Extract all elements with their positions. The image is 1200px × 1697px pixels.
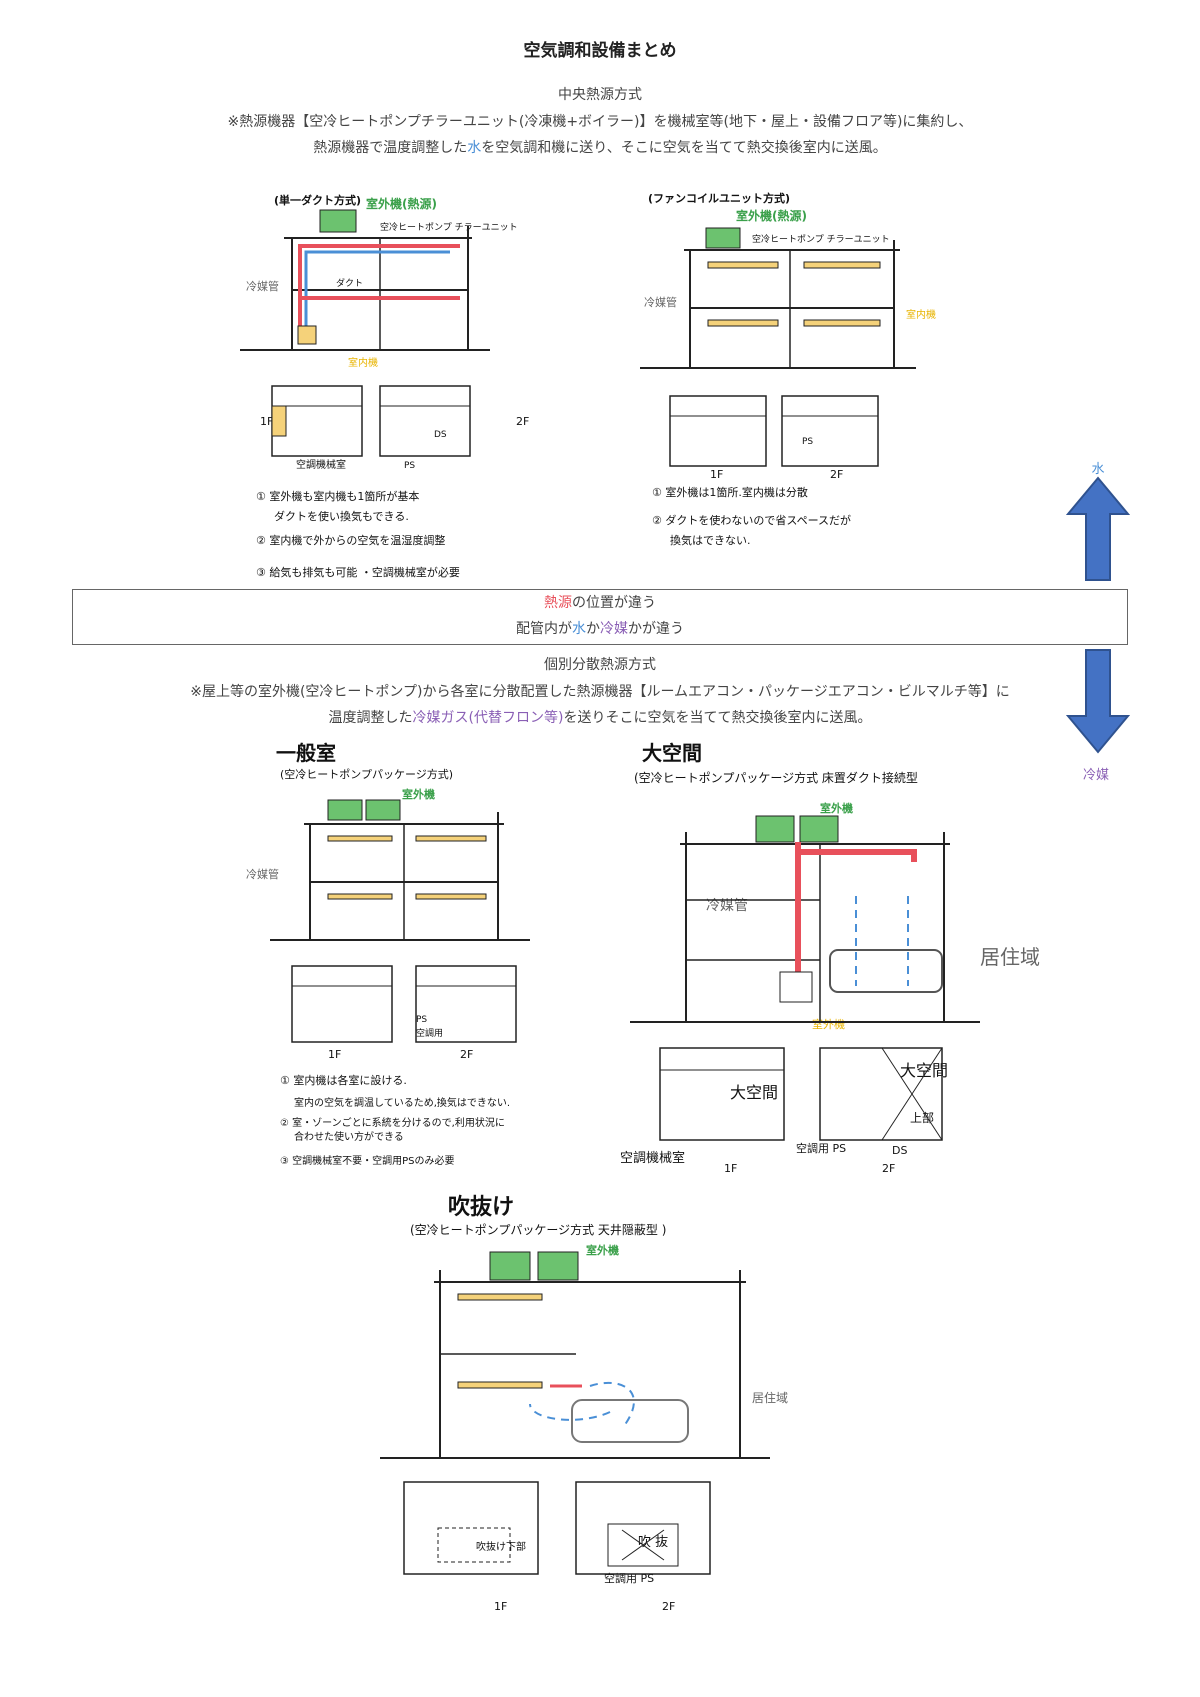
general-room-sketch: 一般室 (空冷ヒートポンプパッケージ方式) 室外機 冷媒管 PS 空調用 1F …	[246, 741, 530, 1167]
central-desc-2-post: を空気調和機に送り、そこに空気を当てて熱交換後室内に送風。	[481, 140, 887, 156]
single-duct-outdoor-label: 室外機(熱源)	[366, 196, 437, 211]
single-duct-title: (単一ダクト方式)	[274, 193, 361, 207]
fancoil-ps: PS	[802, 437, 813, 447]
fancoil-title: (ファンコイルユニット方式)	[648, 191, 790, 205]
large-living-label: 居住域	[980, 945, 1040, 969]
general-note2a: ② 室・ゾーンごとに系統を分けるので,利用状況に	[280, 1116, 505, 1129]
fancoil-note1: ① 室外機は1箇所.室内機は分散	[652, 485, 808, 499]
atrium-sketch: 吹抜け (空冷ヒートポンプパッケージ方式 天井隠蔽型 ) 室外機 居住域 吹抜け…	[380, 1194, 788, 1613]
atrium-subtitle: (空冷ヒートポンプパッケージ方式 天井隠蔽型 )	[410, 1222, 666, 1237]
general-note3: ③ 空調機械室不要・空調用PSのみ必要	[280, 1154, 455, 1167]
fancoil-note2a: ② ダクトを使わないので省スペースだが	[652, 513, 851, 527]
atrium-title: 吹抜け	[448, 1194, 514, 1220]
large-outdoor-label: 室外機	[820, 801, 853, 815]
large-machine-room: 空調機械室	[620, 1150, 685, 1166]
fancoil-pipe-label: 冷媒管	[644, 295, 677, 309]
general-subtitle: (空冷ヒートポンプパッケージ方式)	[280, 767, 453, 781]
atrium-outdoor-label: 室外機	[586, 1243, 619, 1257]
fancoil-indoor-label: 室内機	[906, 308, 936, 321]
individual-heading: 個別分散熱源方式	[544, 657, 656, 673]
large-space-sketch: 大空間 (空冷ヒートポンプパッケージ方式 床置ダクト接続型 室外機 冷媒管 居住…	[620, 741, 1040, 1175]
refrigerant-arrow-label: 冷媒	[1082, 768, 1109, 783]
fancoil-outdoor-label: 室外機(熱源)	[736, 208, 807, 223]
heat-source-highlight: 熱源	[544, 595, 572, 611]
atrium-2f: 2F	[662, 1600, 675, 1613]
general-outdoor-label: 室外機	[402, 787, 435, 801]
large-big-space-1: 大空間	[730, 1083, 778, 1102]
atrium-ac-ps: 空調用 PS	[604, 1571, 654, 1585]
comparison-line-2: 配管内が水か冷媒かが違う	[73, 616, 1127, 642]
fancoil-note2b: 換気はできない.	[670, 533, 751, 547]
single-duct-1f: 1F	[260, 415, 273, 428]
central-heading: 中央熱源方式	[558, 87, 642, 103]
up-arrow-icon	[1066, 476, 1130, 581]
fancoil-chiller-label: 空冷ヒートポンプ チラーユニット	[752, 233, 890, 245]
general-2f: 2F	[460, 1048, 473, 1061]
large-indoor-label: 室外機	[812, 1017, 845, 1031]
single-duct-note1b: ダクトを使い換気もできる.	[274, 509, 409, 523]
comparison-line-1: 熱源の位置が違う	[73, 590, 1127, 616]
single-duct-note3: ③ 給気も排気も可能 ・空調機械室が必要	[256, 565, 460, 579]
general-1f: 1F	[328, 1048, 341, 1061]
single-duct-note1a: ① 室外機も室内機も1箇所が基本	[256, 489, 419, 503]
single-duct-machine-room: 空調機械室	[296, 458, 346, 471]
general-note1a: ① 室内機は各室に設ける.	[280, 1073, 407, 1087]
refrigerant-highlight: 冷媒	[600, 621, 628, 637]
large-title: 大空間	[642, 741, 702, 765]
central-desc-1: ※熱源機器【空冷ヒートポンプチラーユニット(冷凍機+ボイラー)】を機械室等(地下…	[227, 114, 973, 130]
single-duct-ps: PS	[404, 461, 415, 471]
general-ac-room: 空調用	[416, 1027, 443, 1039]
individual-desc-2: 温度調整した冷媒ガス(代替フロン等)を送りそこに空気を当てて熱交換後室内に送風。	[0, 707, 1200, 727]
general-pipe-label: 冷媒管	[246, 867, 279, 881]
large-subtitle: (空冷ヒートポンプパッケージ方式 床置ダクト接続型	[634, 770, 918, 785]
fancoil-2f: 2F	[830, 468, 843, 481]
large-1f: 1F	[724, 1162, 737, 1175]
central-desc-2-pre: 熱源機器で温度調整した	[313, 140, 468, 156]
refrigerant-gas-highlight: 冷媒ガス(代替フロン等)	[412, 710, 564, 726]
single-duct-ds: DS	[434, 430, 447, 440]
individual-desc-1: ※屋上等の室外機(空冷ヒートポンプ)から各室に分散配置した熱源機器【ルームエアコ…	[190, 684, 1010, 700]
general-note1b: 室内の空気を調温しているため,換気はできない.	[294, 1096, 510, 1109]
large-ds: DS	[892, 1144, 907, 1157]
general-note2b: 合わせた使い方ができる	[294, 1130, 404, 1143]
comparison-line-2-post: かが違う	[628, 621, 684, 637]
comparison-line-2-pre: 配管内が	[516, 621, 572, 637]
single-duct-duct-label: ダクト	[336, 277, 363, 289]
central-water-highlight: 水	[467, 140, 482, 156]
comparison-line-2-mid: か	[586, 621, 600, 637]
comparison-box: 熱源の位置が違う 配管内が水か冷媒かが違う	[72, 589, 1128, 645]
general-title: 一般室	[276, 741, 336, 765]
down-arrow-icon	[1066, 649, 1130, 754]
fancoil-1f: 1F	[710, 468, 723, 481]
atrium-lower-label: 吹抜け下部	[476, 1540, 526, 1553]
fancoil-sketch: (ファンコイルユニット方式) 室外機(熱源) 空冷ヒートポンプ チラーユニット …	[640, 191, 936, 547]
single-duct-indoor-label: 室内機	[348, 356, 378, 369]
central-desc-2: 熱源機器で温度調整した水を空気調和機に送り、そこに空気を当てて熱交換後室内に送風…	[0, 137, 1200, 157]
water-highlight: 水	[572, 621, 586, 637]
single-duct-sketch: (単一ダクト方式) 室外機(熱源) 空冷ヒートポンプ チラーユニット 冷媒管 ダ…	[240, 193, 529, 579]
large-pipe-label: 冷媒管	[706, 898, 748, 914]
water-arrow-label: 水	[1091, 462, 1105, 477]
page-title: 空気調和設備まとめ	[523, 41, 677, 61]
large-big-space-2: 大空間	[900, 1061, 948, 1080]
large-ac-ps: 空調用 PS	[796, 1141, 846, 1155]
single-duct-pipe-label: 冷媒管	[246, 279, 279, 293]
atrium-1f: 1F	[494, 1600, 507, 1613]
large-upper: 上部	[910, 1110, 934, 1125]
comparison-line-1-post: の位置が違う	[572, 595, 656, 611]
atrium-living-label: 居住域	[752, 1391, 788, 1405]
general-ps: PS	[416, 1015, 427, 1025]
individual-desc-2-post: を送りそこに空気を当てて熱交換後室内に送風。	[563, 710, 872, 726]
single-duct-note2: ② 室内機で外からの空気を温湿度調整	[256, 533, 445, 547]
single-duct-2f: 2F	[516, 415, 529, 428]
large-2f: 2F	[882, 1162, 895, 1175]
single-duct-chiller-label: 空冷ヒートポンプ チラーユニット	[380, 221, 518, 233]
atrium-label: 吹 抜	[638, 1534, 668, 1550]
individual-desc-2-pre: 温度調整した	[328, 710, 413, 726]
